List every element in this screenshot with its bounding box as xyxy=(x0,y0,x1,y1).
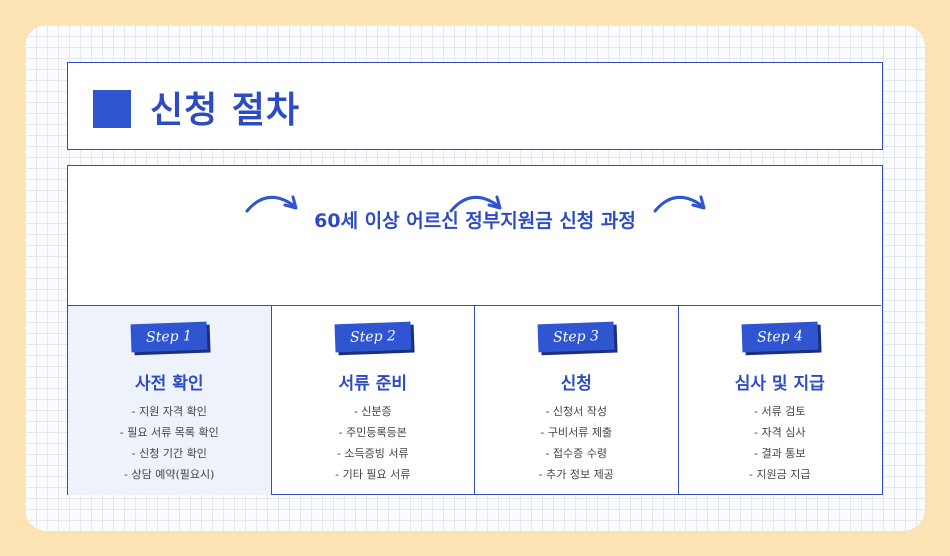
list-item: - 신청서 작성 xyxy=(545,405,608,418)
list-item: - 접수증 수령 xyxy=(545,447,608,460)
curved-arrow-icon xyxy=(245,195,298,213)
list-item: - 서류 검토 xyxy=(754,405,806,418)
step-1: Step 1 사전 확인 - 지원 자격 확인 - 필요 서류 목록 확인 - … xyxy=(68,306,272,495)
step-2: Step 2 서류 준비 - 신분증 - 주민등록등본 - 소득증빙 서류 - … xyxy=(272,306,475,495)
list-item: - 신분증 xyxy=(353,405,392,418)
step-2-tag: Step 2 xyxy=(334,321,412,353)
step-3-title: 신청 xyxy=(560,374,592,394)
list-item: - 자격 심사 xyxy=(754,426,806,439)
list-item: - 구비서류 제출 xyxy=(540,426,613,439)
list-item: - 지원금 지급 xyxy=(748,468,811,481)
page-title: 신청 절차 xyxy=(150,90,301,131)
title-box: 신청 절차 xyxy=(67,62,883,150)
list-item: - 기타 필요 서류 xyxy=(335,468,411,481)
step-2-items: - 신분증 - 주민등록등본 - 소득증빙 서류 - 기타 필요 서류 xyxy=(272,401,475,485)
step-4-title: 심사 및 지급 xyxy=(734,374,825,394)
list-item: - 지원 자격 확인 xyxy=(131,405,207,418)
title-square-icon xyxy=(93,90,131,128)
process-box: 60세 이상 어르신 정부지원금 신청 과정 Step 1 사전 확인 - 지원… xyxy=(67,165,883,495)
list-item: - 신청 기간 확인 xyxy=(131,447,207,460)
step-3: Step 3 신청 - 신청서 작성 - 구비서류 제출 - 접수증 수령 - … xyxy=(475,306,679,495)
step-1-title: 사전 확인 xyxy=(135,374,204,394)
steps-row: Step 1 사전 확인 - 지원 자격 확인 - 필요 서류 목록 확인 - … xyxy=(68,305,881,495)
step-2-title: 서류 준비 xyxy=(338,374,407,394)
process-subtitle: 60세 이상 어르신 정부지원금 신청 과정 xyxy=(314,210,636,232)
step-3-items: - 신청서 작성 - 구비서류 제출 - 접수증 수령 - 추가 정보 제공 xyxy=(475,401,678,485)
list-item: - 소득증빙 서류 xyxy=(336,447,409,460)
step-1-items: - 지원 자격 확인 - 필요 서류 목록 확인 - 신청 기간 확인 - 상담… xyxy=(68,401,271,485)
step-4-tag: Step 4 xyxy=(741,321,819,353)
list-item: - 필요 서류 목록 확인 xyxy=(119,426,219,439)
list-item: - 결과 통보 xyxy=(754,447,806,460)
list-item: - 주민등록등본 xyxy=(338,426,407,439)
step-1-tag: Step 1 xyxy=(130,321,208,353)
step-4: Step 4 심사 및 지급 - 서류 검토 - 자격 심사 - 결과 통보 -… xyxy=(679,306,882,495)
list-item: - 상담 예약(필요시) xyxy=(124,468,215,481)
curved-arrow-icon xyxy=(653,195,706,213)
content-card: 신청 절차 60세 이상 어르신 정부지원금 신청 과정 Step 1 사전 확… xyxy=(25,25,925,531)
curved-arrow-icon xyxy=(449,195,502,213)
step-4-items: - 서류 검토 - 자격 심사 - 결과 통보 - 지원금 지급 xyxy=(679,401,882,485)
list-item: - 추가 정보 제공 xyxy=(538,468,614,481)
step-3-tag: Step 3 xyxy=(537,321,615,353)
